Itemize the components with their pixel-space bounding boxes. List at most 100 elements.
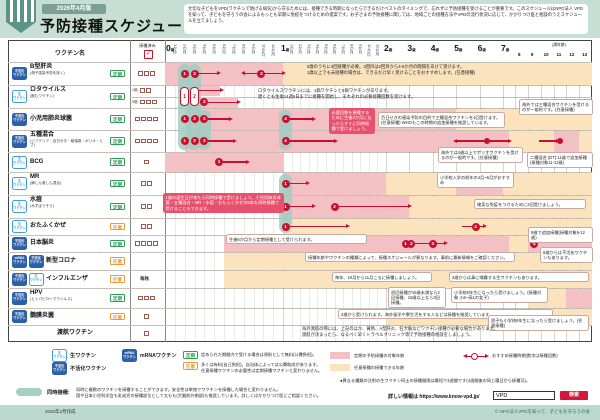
routine-band xyxy=(184,130,509,152)
dose-marker: 2 xyxy=(190,69,199,78)
dose-checkbox[interactable] xyxy=(147,181,152,186)
age-tick: 11か月 xyxy=(375,44,381,57)
recommended-period-arrow xyxy=(223,161,247,163)
dose-checkbox[interactable] xyxy=(150,295,155,301)
dose-checkbox[interactable] xyxy=(153,138,158,144)
dose-marker: 1 xyxy=(281,202,290,211)
age-tick: 7か月 xyxy=(231,44,237,55)
age-tick: 11 xyxy=(556,52,562,57)
dose-marker: 4 xyxy=(281,137,290,145)
dose-marker: 3 xyxy=(200,115,209,123)
voluntary-band xyxy=(283,62,592,85)
live-vaccine-icon: 生ワクチン xyxy=(12,90,27,103)
dose-checkbox[interactable] xyxy=(147,204,152,209)
recommended-period-arrow xyxy=(208,140,234,142)
age-tick: 9か月 xyxy=(251,44,257,55)
done-header: 接種済み xyxy=(139,43,156,48)
dose-marker xyxy=(556,138,563,144)
dose-checkbox[interactable] xyxy=(153,116,158,122)
live-vaccine-icon: 生ワクチン xyxy=(12,200,27,213)
voluntary-band xyxy=(509,235,528,252)
voluntary-age-swatch xyxy=(330,364,350,371)
dose-checkbox[interactable] xyxy=(141,138,146,144)
dose-checkbox[interactable] xyxy=(146,88,151,93)
dose-checkbox[interactable] xyxy=(138,295,143,301)
inactivated-vaccine-icon: 不活化ワクチン xyxy=(28,254,44,268)
vaccine-name-header: ワクチン名 xyxy=(54,51,85,57)
schedule-badge-voluntary: 任意 xyxy=(110,275,125,283)
annotation-note: 海外では4歳以上でポリオワクチンを受けるのが一般的です。(任意接種) xyxy=(438,147,523,163)
done-checkbox-icon: ✓ xyxy=(144,50,153,59)
dose-bar-marker: 1 xyxy=(180,87,190,106)
age-tick: 8か月 xyxy=(241,44,247,55)
dose-checkbox[interactable] xyxy=(144,71,149,76)
inactivated-vaccine-label: 不活化ワクチン xyxy=(70,366,107,372)
vaccine-row-je: 日本脳炎 xyxy=(30,240,55,246)
dose-checkbox[interactable] xyxy=(141,241,146,246)
live-interval-note: ●異なる種類の注射の生ワクチン同士の接種間隔は最短で4週間です(4週間後の同じ曜… xyxy=(340,378,531,383)
dose-marker: 3 xyxy=(200,98,209,107)
vaccine-row-bcg: BCG xyxy=(30,158,44,165)
schedule-badge-voluntary: 任意 xyxy=(110,312,125,321)
annotation-note: 1歳の誕生日が来たら同時接種で受けましょう。小児用肺炎球菌・五種混合・MR・水痘… xyxy=(163,193,284,214)
dose-checkbox[interactable] xyxy=(147,138,152,144)
dose-checkbox[interactable] xyxy=(147,224,152,229)
dose-checkbox[interactable] xyxy=(141,204,146,209)
dose-checkbox[interactable] xyxy=(138,71,143,76)
live-vaccine-icon: 生ワクチン xyxy=(12,220,27,233)
annotation-note: 毎年、10月から11月ころに接種しましょう。 xyxy=(332,272,432,283)
inactivated-vaccine-icon: 不活化ワクチン xyxy=(12,112,27,126)
routine-legend-text: 定められた期間内で受ける場合は原則として無料(公費負担)。 xyxy=(201,352,317,357)
dose-checkbox[interactable] xyxy=(141,224,146,229)
age-tick: 11か月 xyxy=(271,44,277,57)
dose-marker: 3 xyxy=(200,137,209,145)
annotation-note: 接種年齢やワクチンの種類によって、接種スケジュールが異なります。事前に最新情報を… xyxy=(305,252,515,263)
dose-checkbox[interactable] xyxy=(144,314,149,319)
dose-checkbox[interactable] xyxy=(141,116,146,122)
age-tick: 6か月 xyxy=(332,44,338,55)
age-tick: 10か月 xyxy=(261,44,267,57)
dose-checkbox[interactable] xyxy=(153,241,158,246)
dose-marker: 4 xyxy=(281,115,290,123)
recommended-period-arrow xyxy=(199,90,222,92)
dose-checkbox[interactable] xyxy=(144,295,149,301)
dose-checkbox[interactable] xyxy=(140,88,145,93)
dose-checkbox[interactable] xyxy=(152,99,157,105)
dose-marker: 2 xyxy=(407,239,416,248)
page-title: 予防接種スケジュール xyxy=(40,18,199,35)
schedule-badge-routine: 定期 xyxy=(110,179,125,188)
schedule-badge-voluntary: 任意 xyxy=(110,222,125,231)
dose-checkbox[interactable] xyxy=(135,241,140,246)
dose-checkbox[interactable] xyxy=(141,181,146,186)
recommended-period-arrow xyxy=(289,182,308,185)
dose-marker: 2 xyxy=(471,222,480,231)
dose-checkbox[interactable] xyxy=(140,99,145,105)
dose-checkbox[interactable] xyxy=(150,71,155,76)
top-header: 2026年4月版 予防接種スケジュール 大切な子どもをVPD(ワクチンで防げる病… xyxy=(0,0,600,38)
search-button[interactable]: 検索 xyxy=(560,391,588,400)
dose-marker: 1 xyxy=(215,158,224,166)
recommended-period-arrow xyxy=(433,242,445,245)
dose-checkbox[interactable] xyxy=(135,138,140,144)
recommended-period-arrow xyxy=(198,72,219,75)
dose-marker: 1 xyxy=(281,222,290,231)
age-tick: 13 xyxy=(582,52,588,57)
dose-checkbox[interactable] xyxy=(147,116,152,122)
dose-marker: 1 xyxy=(180,115,189,123)
vaccine-row-penta: 五種混合(ジフテリア・百日せき・破傷風・ポリオ・ヒブ) xyxy=(30,132,104,148)
search-input[interactable] xyxy=(493,391,555,400)
age-tick: 4歳 xyxy=(430,43,440,53)
dose-checkbox[interactable] xyxy=(144,331,149,336)
dose-checkbox[interactable] xyxy=(147,241,152,246)
dose-checkbox[interactable] xyxy=(144,159,149,165)
live-vaccine-icon: 生ワクチン xyxy=(12,155,27,169)
dose-marker: 1 xyxy=(180,137,189,145)
dose-checkbox[interactable] xyxy=(146,99,151,105)
dose-marker: 3 xyxy=(428,239,437,248)
voluntary-badge-legend: 任意 xyxy=(183,362,198,370)
dose-checkbox[interactable] xyxy=(135,116,140,122)
recommended-period-arrow xyxy=(462,225,474,228)
age-axis-note: (満年齢) xyxy=(552,43,566,47)
vaccine-row-covid: 新型コロナ xyxy=(46,257,77,264)
